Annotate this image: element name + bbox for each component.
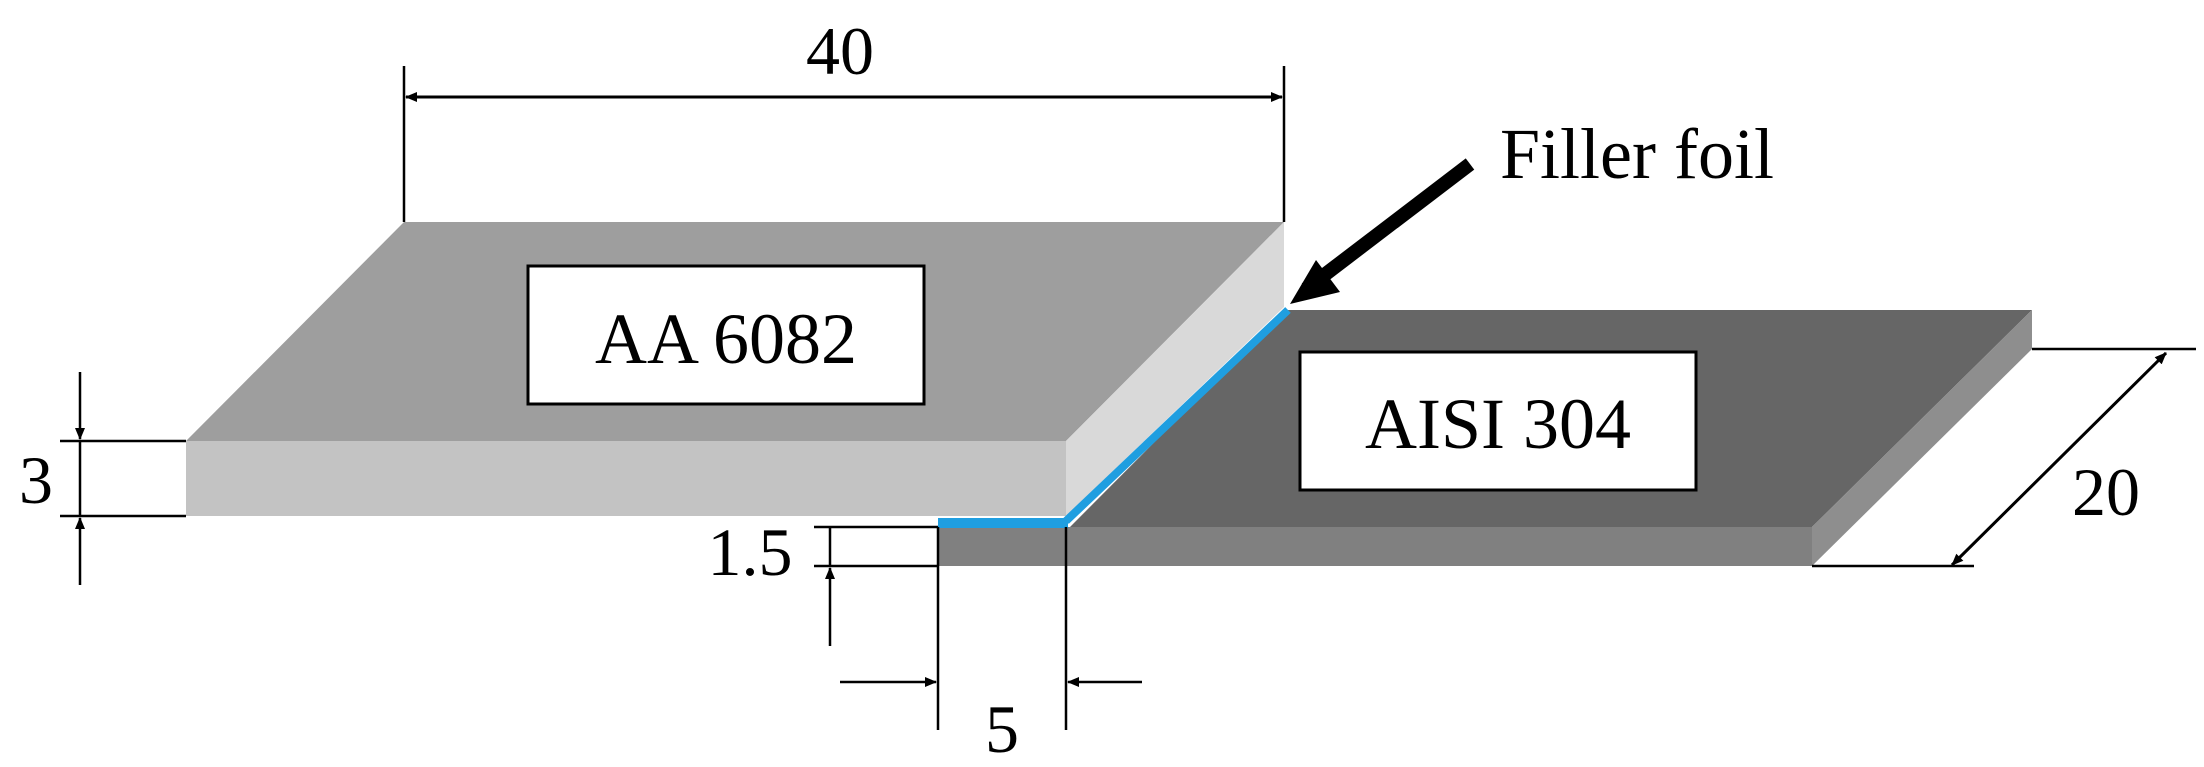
filler-foil-label: Filler foil [1500,114,1774,194]
aa-label-box: AA 6082 [526,264,926,406]
dimension-thickness-aa [60,372,186,585]
filler-pointer [1290,158,1475,304]
aa-label-frame [526,264,926,406]
aisi-label-box: AISI 304 [1298,350,1698,492]
filler-foil [938,307,1291,528]
dimension-label-width: 40 [806,13,874,89]
dimension-label-thickness-aa: 3 [19,442,53,518]
dimension-thickness-aisi [814,525,938,646]
aa-plate-side-face [1066,222,1284,516]
arrowhead-icon [1950,351,2168,567]
dimension-overlap [840,527,1142,730]
aa-plate-front-face [186,441,1066,516]
dimension-depth [1812,347,2196,568]
arrowhead-icon [1290,260,1340,304]
dimension-label-overlap: 5 [985,691,1019,767]
filler-foil-diagonal [1063,307,1291,524]
aisi-plate-front-face [938,527,1812,566]
dimension-label-thickness-aisi: 1.5 [708,514,793,590]
aisi-label-text: AISI 304 [1365,384,1631,464]
dimension-label-depth: 20 [2072,454,2140,530]
dimension-width [402,66,1286,222]
aa-label-text: AA 6082 [595,299,857,379]
arrow-icon [1301,158,1475,295]
aisi-label-frame [1298,350,1698,492]
